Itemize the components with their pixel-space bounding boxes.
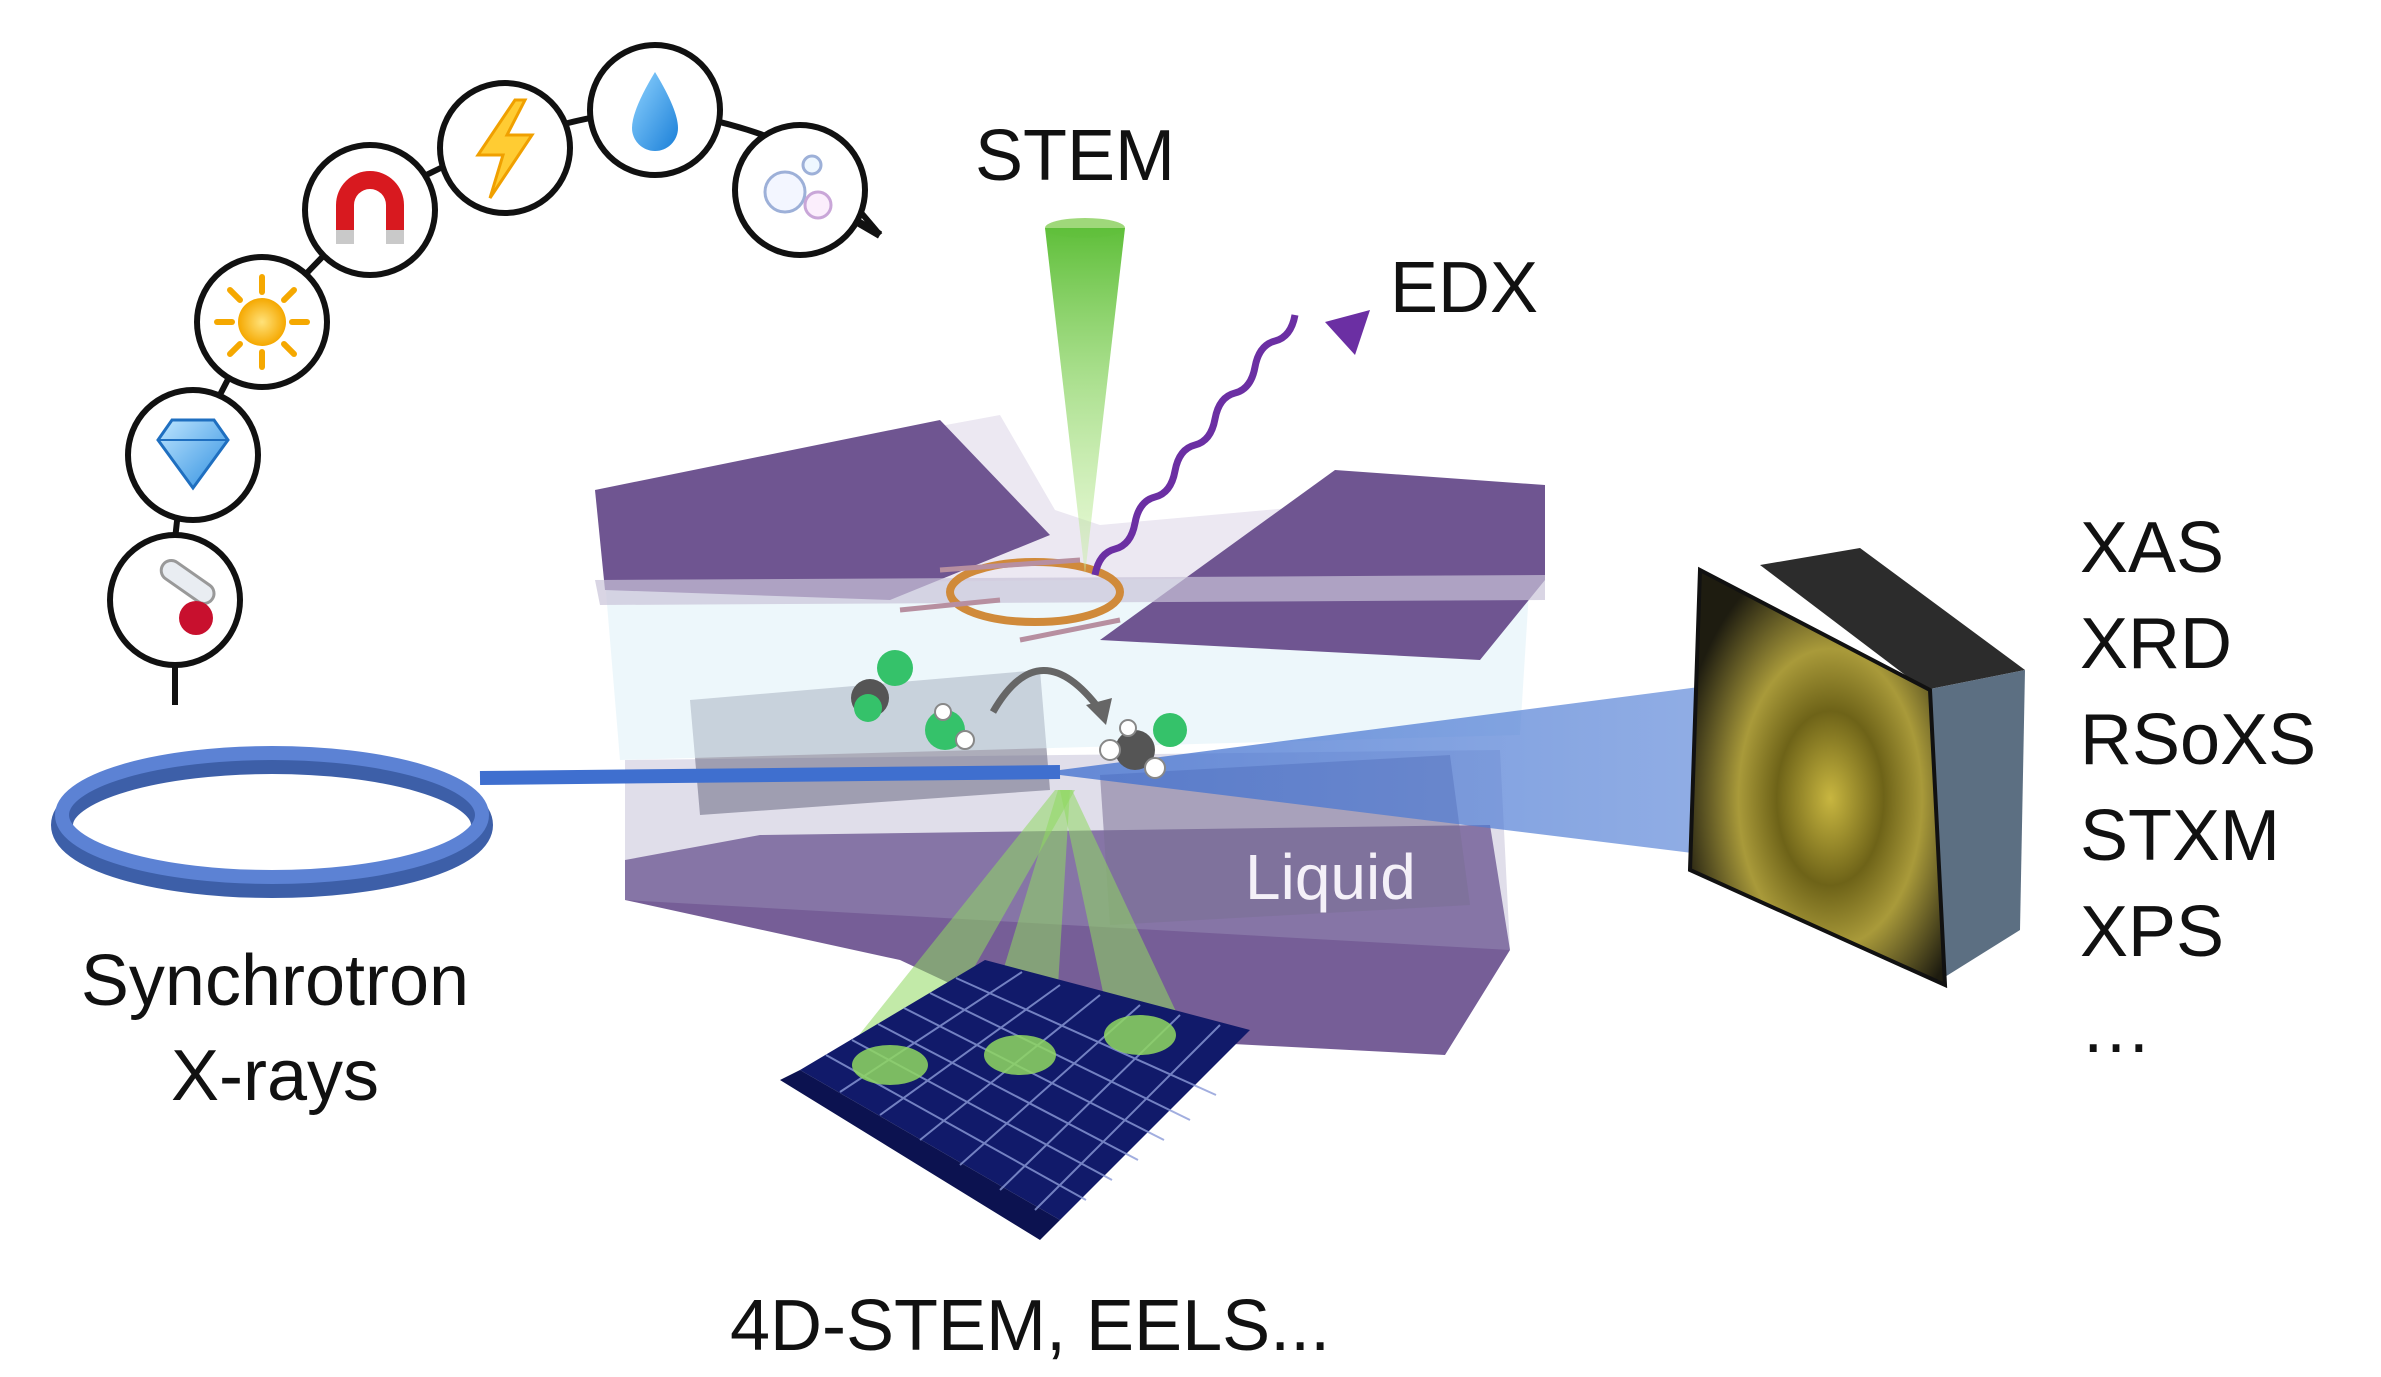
technique-xas: XAS <box>2080 508 2225 588</box>
technique-xps: XPS <box>2080 892 2225 972</box>
reaction-arrowhead <box>1086 698 1112 725</box>
xrays-label: X-rays <box>170 1036 380 1116</box>
xray-fan <box>1060 670 1830 870</box>
thermometer-icon <box>107 532 243 668</box>
edx-arrow <box>1091 310 1370 576</box>
lightning-icon <box>437 80 573 216</box>
stimuli-chain <box>107 42 883 705</box>
bubbles-icon <box>732 122 868 258</box>
molecules <box>851 650 1187 779</box>
detector <box>1687 548 2025 989</box>
sun-icon <box>194 254 330 390</box>
reaction-arrow <box>989 667 1103 714</box>
diamond-icon <box>125 387 261 523</box>
molecule-1 <box>851 650 913 722</box>
technique-xrd: XRD <box>2080 604 2233 684</box>
technique-stxm: STXM <box>2080 796 2281 876</box>
pixel-detector <box>780 960 1250 1240</box>
synchrotron-ring <box>51 746 493 898</box>
xray-techniques-list: XAS XRD RSoXS STXM XPS … <box>2080 500 2316 1076</box>
water-drop-icon <box>587 42 723 178</box>
edx-label: EDX <box>1390 248 1539 328</box>
magnet-icon <box>302 142 438 278</box>
molecule-2 <box>925 703 975 750</box>
synchrotron-label: Synchrotron <box>80 941 470 1021</box>
molecule-3 <box>1099 713 1187 779</box>
liquid-label: Liquid <box>1245 841 1416 913</box>
liquid-cell <box>595 415 1545 1055</box>
stem-probe <box>1045 218 1125 575</box>
technique-ellipsis: … <box>2080 988 2152 1068</box>
stem-label: STEM <box>975 116 1176 196</box>
bottom-techniques-label: 4D-STEM, EELS... <box>730 1286 1331 1366</box>
xray-beam <box>479 765 1061 785</box>
technique-rsoxs: RSoXS <box>2080 700 2317 780</box>
